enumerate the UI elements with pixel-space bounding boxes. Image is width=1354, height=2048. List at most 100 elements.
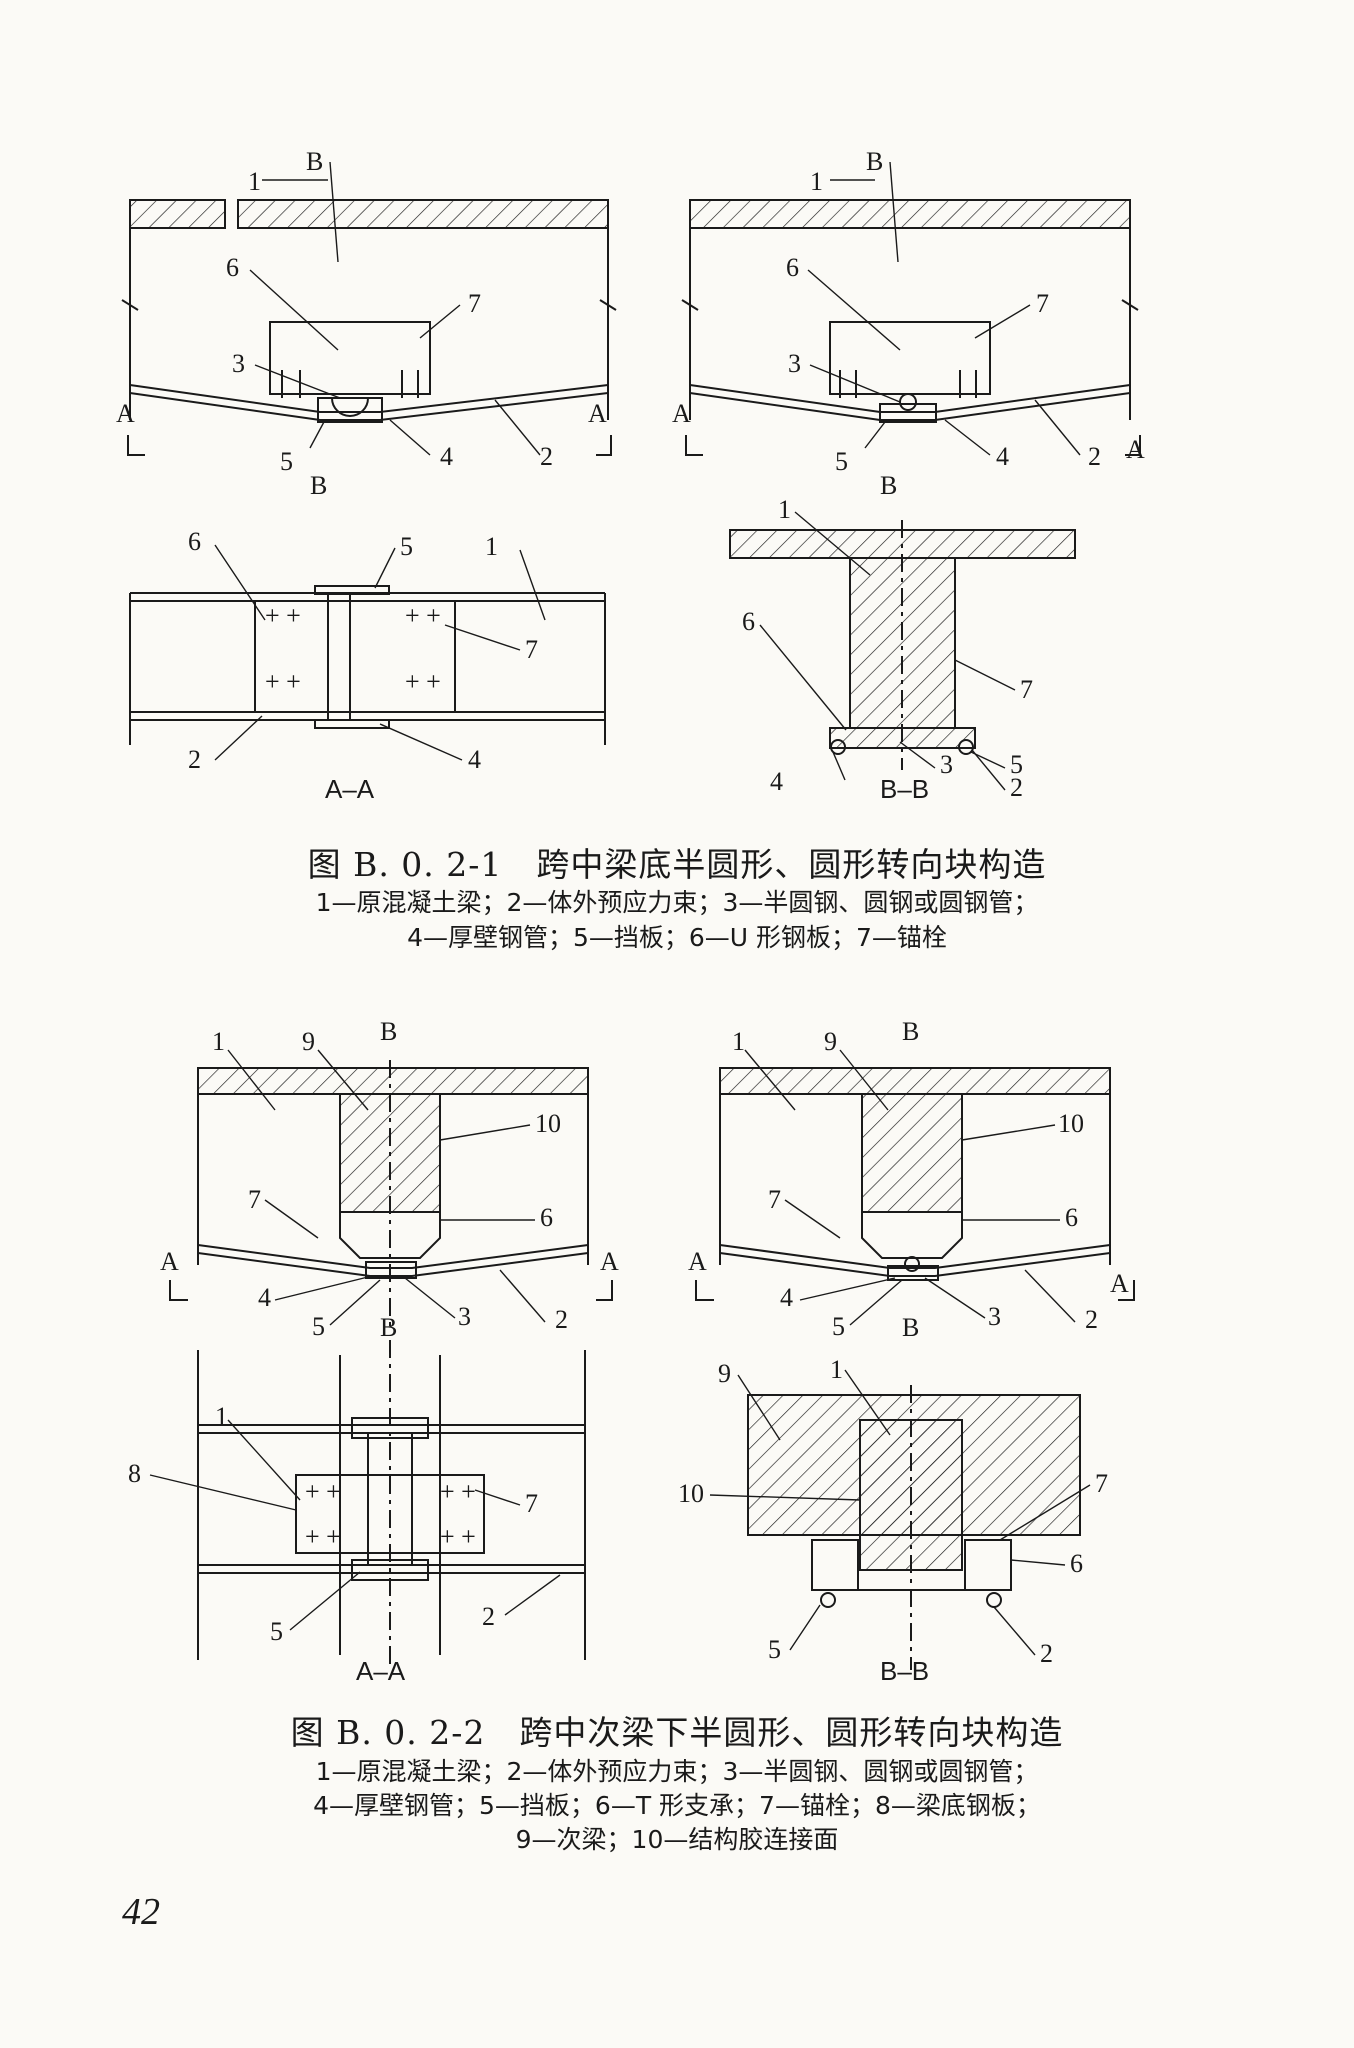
label-4: 4 — [468, 745, 481, 774]
fig2-elevation-right — [695, 1067, 1135, 1301]
label-7: 7 — [468, 289, 481, 318]
label-6: 6 — [742, 607, 755, 636]
label-1: 1 — [830, 1355, 843, 1384]
thick-tube — [317, 397, 383, 423]
label-10: 10 — [535, 1109, 561, 1138]
tendon — [958, 739, 974, 755]
label-a: A — [1126, 435, 1145, 464]
label-b: B — [880, 471, 897, 500]
fig1-elevation-left — [121, 199, 617, 456]
section-mark-a — [1118, 1280, 1135, 1301]
tendon — [689, 392, 1131, 421]
label-4: 4 — [996, 442, 1009, 471]
fig1-elevation-right — [681, 199, 1141, 456]
tendon — [689, 384, 1131, 413]
label-2: 2 — [1088, 442, 1101, 471]
fig2-elevation-left — [169, 1060, 613, 1330]
label-b: B — [380, 1313, 397, 1342]
label-4: 4 — [780, 1283, 793, 1312]
fig1-section-aa: + + + + + + + + — [129, 585, 606, 745]
figure2-legend-line3: 9—次梁；10—结构胶连接面 — [515, 1825, 839, 1854]
break-mark — [599, 299, 617, 311]
section-mark-a — [169, 1280, 188, 1301]
figure1-legend-line1: 1—原混凝土梁；2—体外预应力束；3—半圆钢、圆钢或圆钢管； — [315, 888, 1039, 917]
label-7: 7 — [248, 1185, 261, 1214]
svg-text:+ +: + + — [440, 1522, 476, 1551]
round-steel — [899, 393, 917, 411]
tendon — [197, 1244, 589, 1269]
label-1: 1 — [248, 167, 261, 196]
label-2: 2 — [188, 745, 201, 774]
label-3: 3 — [788, 349, 801, 378]
break-mark — [1121, 299, 1139, 311]
label-9: 9 — [718, 1359, 731, 1388]
label-5: 5 — [832, 1312, 845, 1341]
label-b: B — [902, 1313, 919, 1342]
label-a: A — [160, 1247, 179, 1276]
round-steel — [904, 1256, 920, 1272]
figure2-legend-line2: 4—厚壁钢管；5—挡板；6—T 形支承；7—锚栓；8—梁底钢板； — [313, 1791, 1041, 1820]
section-mark-a — [127, 435, 145, 456]
slab — [237, 199, 609, 229]
baffle-plate — [314, 719, 390, 729]
label-1: 1 — [215, 1402, 228, 1431]
figure1-title: 图 B. 0. 2-1 跨中梁底半圆形、圆形转向块构造 — [307, 845, 1047, 884]
label-5: 5 — [768, 1635, 781, 1664]
slab — [129, 199, 226, 229]
label-4: 4 — [440, 442, 453, 471]
break-mark — [681, 299, 699, 311]
svg-text:+ +: + + — [305, 1522, 341, 1551]
figure2-title: 图 B. 0. 2-2 跨中次梁下半圆形、圆形转向块构造 — [290, 1713, 1064, 1752]
label-6: 6 — [188, 527, 201, 556]
label-1: 1 — [810, 167, 823, 196]
slab — [197, 1067, 589, 1095]
label-5: 5 — [270, 1617, 283, 1646]
figure-labels: 1 B 6 7 3 A A 5 4 2 B 1 B 6 7 3 A A 5 4 … — [116, 147, 1145, 1686]
label-6: 6 — [786, 253, 799, 282]
label-2: 2 — [1040, 1639, 1053, 1668]
u-plate — [269, 321, 431, 395]
label-8: 8 — [128, 1459, 141, 1488]
label-1: 1 — [212, 1027, 225, 1056]
label-a: A — [688, 1247, 707, 1276]
half-round-steel — [330, 397, 370, 417]
label-b: B — [380, 1017, 397, 1046]
secondary-beam — [861, 1093, 963, 1213]
tendon — [830, 739, 846, 755]
fig2-section-bb — [747, 1385, 1081, 1670]
label-2: 2 — [555, 1305, 568, 1334]
svg-text:+ +: + + — [265, 667, 301, 696]
section-label-aa: A–A — [325, 774, 375, 804]
section-label-bb: B–B — [880, 1656, 929, 1686]
fig2-section-aa: + + + + + + + + — [197, 1340, 586, 1670]
thick-tube — [365, 1261, 417, 1279]
label-7: 7 — [525, 635, 538, 664]
break-mark — [121, 299, 139, 311]
label-2: 2 — [540, 442, 553, 471]
page-number: 42 — [122, 1891, 160, 1933]
label-5: 5 — [280, 447, 293, 476]
label-6: 6 — [540, 1203, 553, 1232]
svg-text:+ +: + + — [305, 1477, 341, 1506]
thick-tube — [879, 403, 937, 423]
t-support — [811, 1539, 859, 1591]
tendon — [129, 392, 609, 421]
block — [327, 592, 351, 721]
section-mark-a — [685, 435, 703, 456]
u-plate — [254, 600, 456, 713]
baffle-plate — [314, 585, 390, 595]
label-7: 7 — [525, 1489, 538, 1518]
label-7: 7 — [768, 1185, 781, 1214]
section-label-bb: B–B — [880, 774, 929, 804]
thick-tube — [887, 1265, 939, 1281]
label-7: 7 — [1036, 289, 1049, 318]
u-plate-base — [829, 727, 976, 749]
label-2: 2 — [1085, 1305, 1098, 1334]
svg-text:+ +: + + — [265, 601, 301, 630]
label-5: 5 — [400, 532, 413, 561]
tendon — [820, 1592, 836, 1608]
label-6: 6 — [226, 253, 239, 282]
label-5: 5 — [312, 1312, 325, 1341]
fig1-section-bb — [729, 520, 1076, 770]
label-9: 9 — [824, 1027, 837, 1056]
